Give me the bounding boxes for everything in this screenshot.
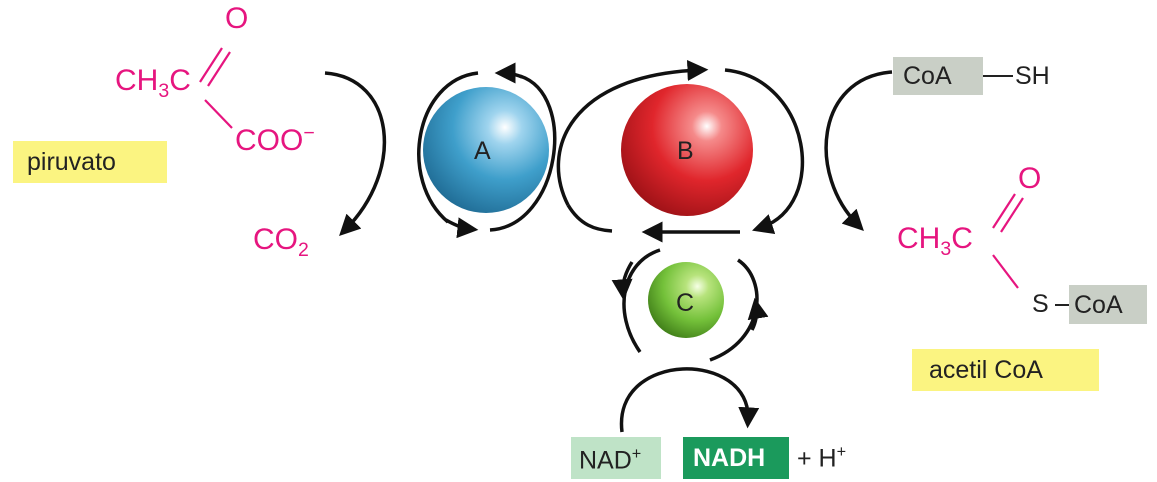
pyruvate-oxygen: O bbox=[225, 2, 249, 35]
coa-sh-coa: CoA bbox=[903, 62, 952, 90]
enzyme-a-label: A bbox=[474, 137, 491, 165]
nad-box: NAD+ bbox=[571, 437, 661, 479]
pyruvate-double-bond-2 bbox=[207, 51, 231, 87]
ring-a-left bbox=[417, 71, 479, 224]
enzyme-sphere-b bbox=[621, 84, 753, 216]
nad-reduction-arrow bbox=[619, 367, 760, 433]
ring-b-left-tail bbox=[566, 204, 613, 233]
enzyme-c-label: C bbox=[676, 289, 695, 317]
pyruvate-label-box: piruvato bbox=[13, 141, 167, 183]
ring-a-left-head bbox=[445, 217, 479, 239]
pyruvate-carboxylate: COO− bbox=[235, 122, 315, 157]
enzyme-sphere-c bbox=[648, 262, 724, 338]
acetyl-coa-coa: CoA bbox=[1074, 291, 1123, 319]
coa-sh-sh: SH bbox=[1015, 62, 1050, 90]
acetyl-methyl: CH3C bbox=[897, 222, 973, 260]
ring-c-right-head bbox=[747, 297, 769, 331]
nadh-box: NADH bbox=[683, 437, 789, 479]
co2-label: CO2 bbox=[253, 223, 309, 261]
acetyl-double-bond-1 bbox=[992, 193, 1016, 229]
plus-h-label: + H+ bbox=[797, 443, 847, 473]
nad-label: NAD+ bbox=[579, 445, 642, 475]
ring-b-top-arrow bbox=[556, 59, 709, 206]
pyruvate-methyl: CH3C bbox=[115, 64, 191, 102]
co2-release-arrow bbox=[324, 71, 387, 236]
enzyme-b-label: B bbox=[677, 137, 694, 165]
acetyl-oxygen: O bbox=[1018, 162, 1042, 195]
ring-a-right bbox=[489, 74, 557, 232]
pyruvate-single-bond bbox=[204, 99, 233, 129]
acetyl-coa-box: CoA bbox=[1069, 285, 1147, 324]
acetyl-coa-release-arrow bbox=[824, 70, 893, 231]
pyruvate-double-bond-1 bbox=[199, 47, 223, 83]
ring-a-right-head bbox=[494, 62, 523, 84]
coa-sh-box: CoA bbox=[893, 57, 983, 95]
acetyl-sulfur: S bbox=[1032, 290, 1049, 318]
enzyme-sphere-a bbox=[423, 87, 549, 213]
acetyl-coa-label-box: acetil CoA bbox=[912, 349, 1099, 391]
acetyl-c-s-bond bbox=[992, 254, 1019, 289]
nadh-label: NADH bbox=[693, 444, 766, 472]
ring-c-left-head bbox=[611, 261, 634, 301]
pyruvate-label: piruvato bbox=[27, 148, 116, 176]
acetyl-double-bond-2 bbox=[1000, 197, 1024, 233]
acetyl-coa-label: acetil CoA bbox=[929, 356, 1043, 384]
ring-b-right-arrow bbox=[724, 68, 805, 235]
